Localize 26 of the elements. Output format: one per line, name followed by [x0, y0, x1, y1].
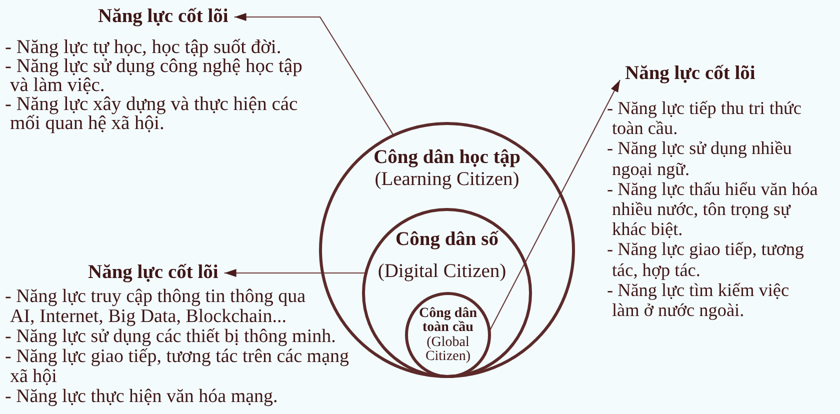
bullet-text: - Năng lực tìm kiếm việc làm ở nước ngoài.	[607, 280, 790, 320]
bullet-text: - Năng lực thực hiện văn hóa mạng.	[5, 387, 278, 407]
bullet-text: - Năng lực sử dụng công nghệ học tập và làm việc.	[5, 56, 302, 94]
bullet-text: - Năng lực xây dựng và thực hiện các mối quan hệ xã hội.	[5, 94, 298, 132]
arrow	[488, 80, 620, 332]
circle-subtitle: (Global Citizen)	[424, 336, 472, 365]
arrow	[234, 13, 394, 136]
bullet-text: - Năng lực giao tiếp, tương tác trên các mạng xã hội	[5, 347, 350, 387]
section-heading: Năng lực cốt lõi	[88, 263, 218, 283]
arrow	[224, 269, 366, 277]
bullet-text: - Năng lực tự học, học tập suốt đời.	[5, 38, 282, 56]
circle-subtitle: (Digital Citizen)	[378, 262, 506, 282]
bullet-text: - Năng lực tiếp thu tri thức toàn cầu.	[607, 98, 802, 138]
circle-title: Công dân học tập	[374, 148, 520, 168]
circle-title: Công dân toàn cầu	[418, 306, 478, 336]
citizen-circle	[405, 292, 491, 378]
bullet-text: - Năng lực giao tiếp, tương tác, hợp tác.	[607, 239, 804, 280]
bullet-text: - Năng lực truy cập thông tin thông qua AI, Internet, Big Data, Blockchain...	[5, 287, 306, 327]
circle-title: Công dân số	[396, 230, 498, 250]
section-heading: Năng lực cốt lõi	[625, 64, 756, 84]
section-heading: Năng lực cốt lõi	[98, 7, 228, 27]
bullet-text: - Năng lực sử dụng nhiều ngoại ngữ.	[607, 138, 792, 179]
circle-subtitle: (Learning Citizen)	[374, 170, 520, 190]
citizen-circle	[362, 208, 532, 378]
bullet-text: - Năng lực thấu hiểu văn hóa nhiều nước, tôn trọng sự khác biệt.	[607, 178, 818, 240]
bullet-text: - Năng lực sử dụng các thiết bị thông minh.	[5, 327, 336, 347]
